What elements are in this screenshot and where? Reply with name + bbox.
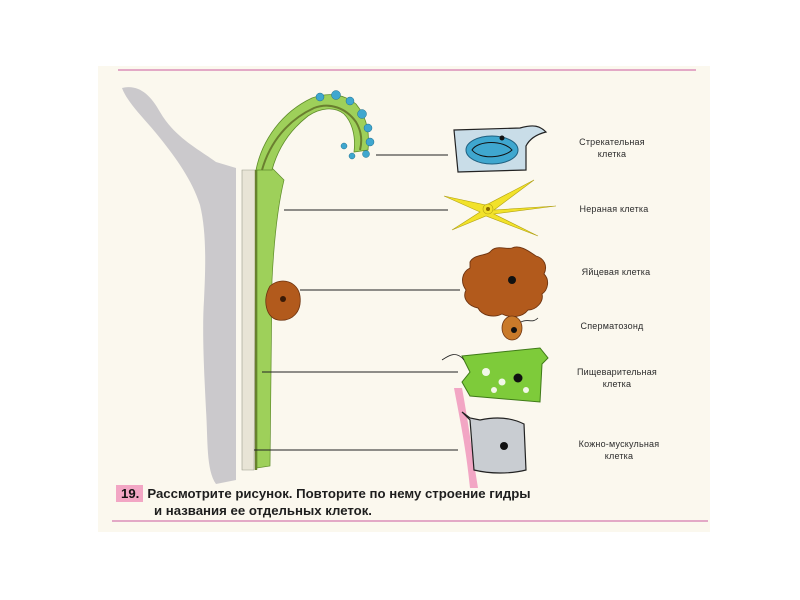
figure-number: 19. [116,485,144,502]
digestive-cell-illustration [441,347,549,403]
label-nerve-line1: Нераная клетка [579,204,649,214]
leader-lines [254,154,460,451]
nerve-cell-illustration [443,179,557,237]
label-skin-muscle-cell: Кожно-мускульная клетка [560,438,678,462]
sperm-cell-illustration [501,315,539,341]
ectoderm-layer [256,167,285,469]
egg-cell-illustration [462,246,549,318]
label-digestive-line2: клетка [602,379,632,389]
endoderm-layer [241,169,257,471]
label-sperm-cell: Сперматозонд [556,320,668,332]
stinging-cell-illustration [453,125,548,173]
skin-muscle-cell-illustration [454,388,527,488]
hydra-body-silhouette [122,87,236,484]
top-rule [118,69,696,71]
label-egg-line1: Яйцевая клетка [581,267,651,277]
label-stinging-cell: Стрекательная клетка [556,136,668,160]
label-sperm-line1: Сперматозонд [580,321,644,331]
tentacle-mesoglea [261,104,363,171]
label-egg-cell: Яйцевая клетка [560,266,672,278]
label-stinging-line1: Стрекательная [579,137,645,147]
figure-caption: 19.Рассмотрите рисунок. Повторите по нем… [116,485,706,519]
label-stinging-line2: клетка [597,149,627,159]
bottom-rule [112,520,708,522]
label-nerve-cell: Нераная клетка [558,203,670,215]
cnidocyte-clusters [315,90,375,160]
label-digestive-cell: Пищеварительная клетка [558,366,676,390]
label-skin-muscle-line1: Кожно-мускульная [578,439,660,449]
figure-plate [98,66,710,532]
label-digestive-line1: Пищеварительная [576,367,658,377]
caption-line2: и названия ее отдельных клеток. [154,503,372,518]
caption-line1: Рассмотрите рисунок. Повторите по нему с… [147,486,531,501]
label-skin-muscle-line2: клетка [604,451,634,461]
